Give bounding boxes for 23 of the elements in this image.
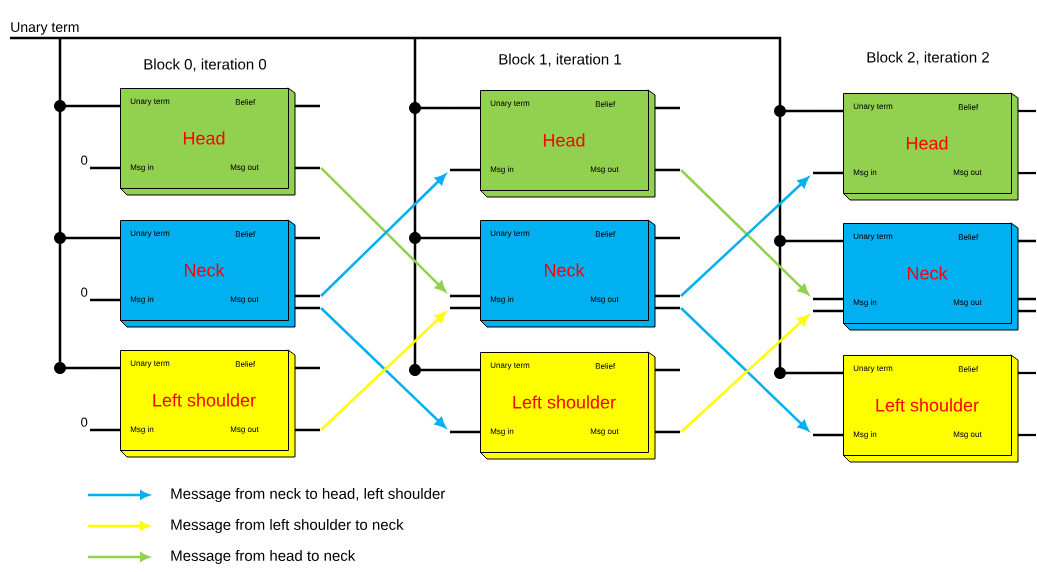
input-value: 0 xyxy=(81,287,88,297)
block-title: Block 2, iteration 2 xyxy=(867,51,989,65)
process-box: Unary term Belief Left shoulder Msg in Msg out xyxy=(813,354,1036,463)
legend-text: Message from neck to head, left shoulder xyxy=(171,488,446,502)
process-box: Unary term Belief Neck Msg in Msg out xyxy=(450,219,680,328)
legend-text: Message from left shoulder to neck xyxy=(171,519,404,533)
input-value: 0 xyxy=(81,155,88,165)
process-box: Unary term Belief Head Msg in Msg out xyxy=(90,87,320,196)
process-box: Unary term Belief Head Msg in Msg out xyxy=(813,92,1036,201)
process-box: Unary term Belief Left shoulder Msg in Msg out xyxy=(450,351,680,460)
process-box: Unary term Belief Left shoulder Msg in Msg out xyxy=(90,349,320,458)
input-line xyxy=(90,298,120,302)
input-line xyxy=(90,428,120,432)
process-box: Unary term Belief Neck Msg in Msg out xyxy=(813,222,1036,331)
input-value: 0 xyxy=(81,417,88,427)
bus-line xyxy=(8,36,815,375)
process-box: Unary term Belief Neck Msg in Msg out xyxy=(90,219,320,328)
block-title: Block 0, iteration 0 xyxy=(144,58,267,72)
process-box: Unary term Belief Head Msg in Msg out xyxy=(450,89,680,198)
block-title: Block 1, iteration 1 xyxy=(499,53,621,67)
input-line xyxy=(90,166,120,170)
legend-text: Message from head to neck xyxy=(171,550,356,564)
bus-label: Unary term xyxy=(11,22,79,35)
